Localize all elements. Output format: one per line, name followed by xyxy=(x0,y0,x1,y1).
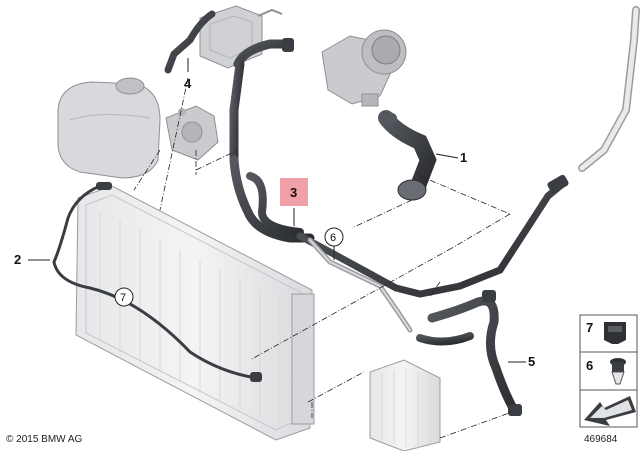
callout-3: 3 xyxy=(290,185,297,200)
clip-icon xyxy=(604,322,626,344)
callout-2: 2 xyxy=(14,252,21,267)
callout-5: 5 xyxy=(528,354,535,369)
legend-label-7: 7 xyxy=(586,320,593,335)
legend-label-6: 6 xyxy=(586,358,593,373)
long-pipe xyxy=(296,182,564,298)
hose-part-4 xyxy=(164,10,216,74)
copyright-text: © 2015 BMW AG xyxy=(6,434,83,445)
hose-part-1 xyxy=(378,110,437,201)
callout-6-circle xyxy=(324,227,344,247)
callout-4: 4 xyxy=(184,76,192,91)
callout-3-highlight xyxy=(280,178,308,206)
callout-7-circle xyxy=(114,287,134,307)
callout-7: 7 xyxy=(120,292,126,304)
callout-1: 1 xyxy=(460,150,467,165)
hose-part-5 xyxy=(416,290,522,416)
thermostat-housing xyxy=(165,105,219,161)
arrow-icon xyxy=(584,396,636,426)
hose-part-3 xyxy=(229,38,315,243)
callout-6: 6 xyxy=(330,232,336,244)
hose-part-2 xyxy=(52,184,258,380)
water-pump xyxy=(321,29,407,107)
leader-lines xyxy=(133,77,513,439)
parts-legend: 7 6 xyxy=(579,314,638,428)
fastener-icon xyxy=(610,358,626,385)
auxiliary-radiator xyxy=(369,359,441,451)
expansion-tank xyxy=(57,77,161,179)
diagram-id: 469684 xyxy=(584,434,618,445)
callout-leaders xyxy=(28,58,526,363)
